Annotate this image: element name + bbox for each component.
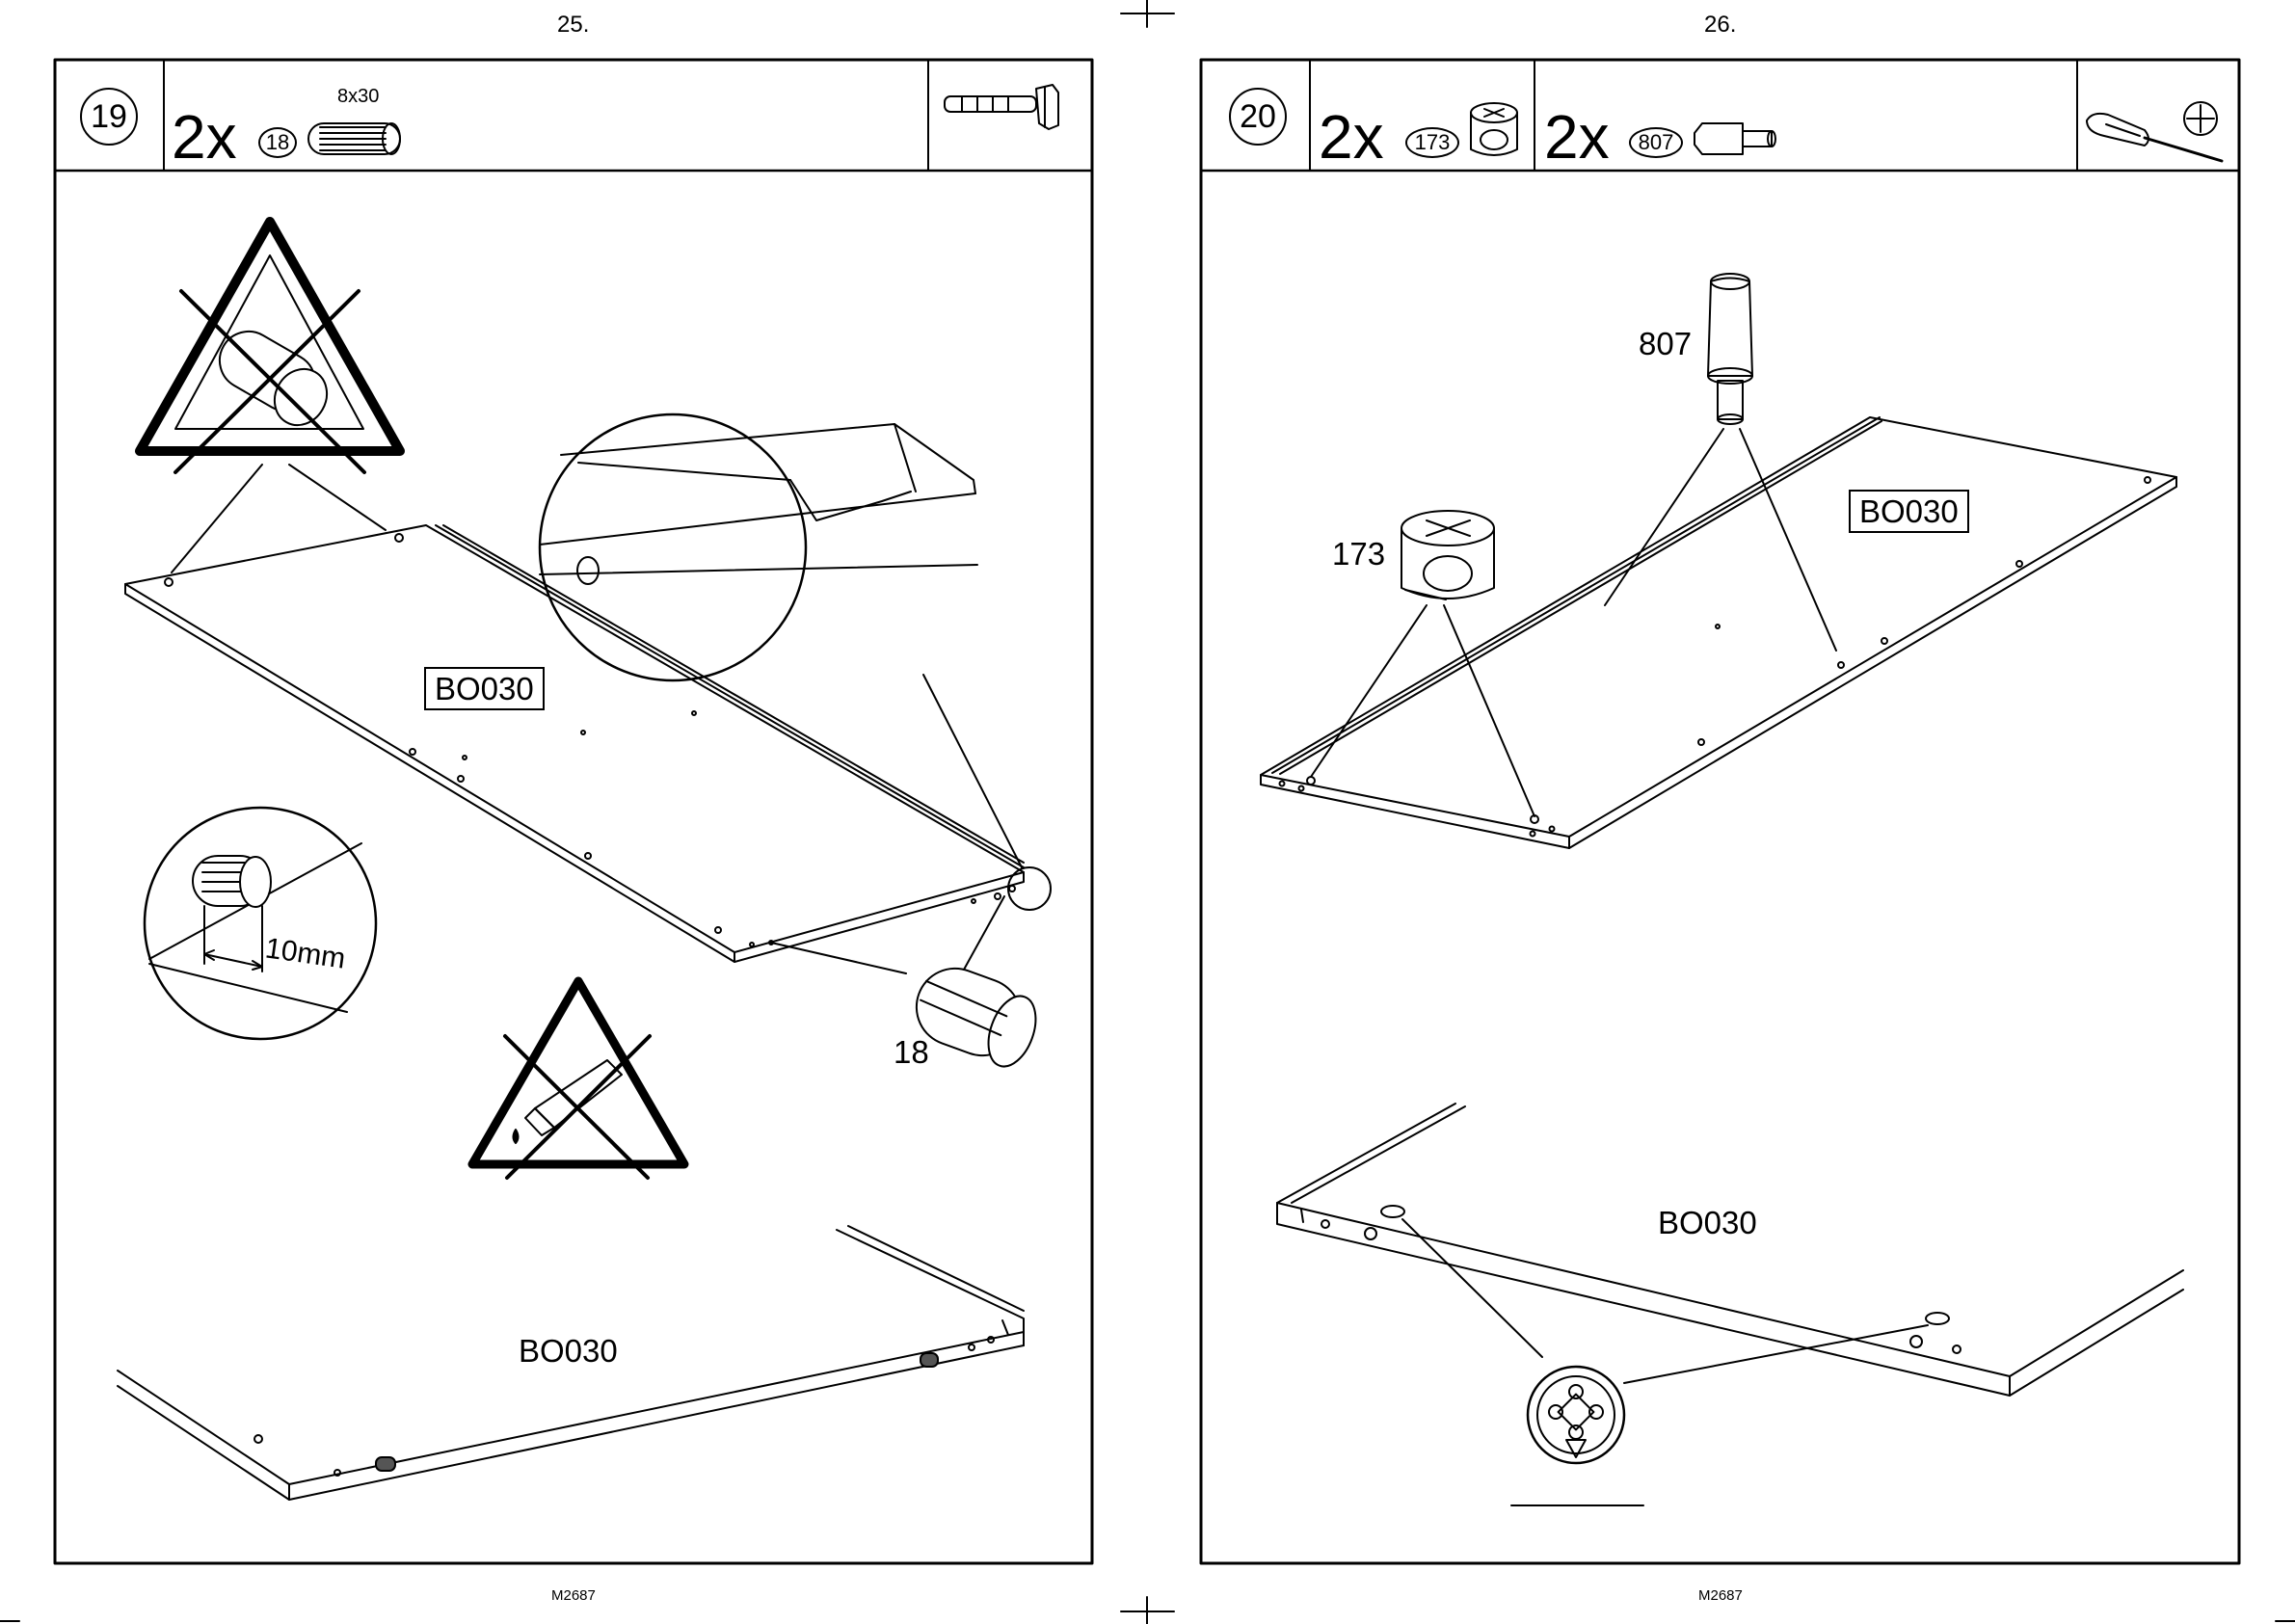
cam-face-detail (1528, 1367, 1624, 1463)
step-number-20: 20 (1240, 98, 1276, 136)
dowel-icon-header (308, 123, 400, 154)
cam-173-drawing (1401, 511, 1494, 599)
part-id: 18 (266, 130, 289, 155)
screwdriver-icon (2087, 102, 2222, 161)
page26-frame (1201, 60, 2239, 1563)
part-size: 8x30 (337, 87, 379, 106)
part-b-id: 807 (1639, 130, 1674, 155)
step-number-badge: 19 (80, 88, 138, 146)
pin-label: 807 (1639, 328, 1692, 359)
part-quantity: 2x (172, 106, 237, 168)
page-number-left: 25. (557, 13, 589, 37)
hammer-icon (945, 85, 1058, 129)
panel-label: BO030 (424, 667, 545, 710)
step-number: 19 (91, 98, 127, 136)
no-glue-warning-icon (472, 981, 684, 1178)
panel-label-bottom: BO030 (519, 1335, 618, 1367)
part-b-quantity: 2x (1544, 106, 1610, 168)
part-a-id: 173 (1415, 130, 1451, 155)
panel-bo030-page26-top (1261, 417, 2176, 848)
part-a-id-badge: 173 (1405, 127, 1459, 158)
no-dowel-warning-icon (140, 222, 400, 472)
cam-label: 173 (1332, 538, 1385, 570)
magnifier-depth-detail (145, 808, 376, 1039)
part-id-badge: 18 (258, 127, 297, 158)
footer-code-right: M2687 (1698, 1588, 1743, 1603)
step-number-badge-20: 20 (1229, 88, 1287, 146)
magnifier-groove-detail (540, 414, 977, 680)
pin-807-drawing (1708, 274, 1752, 424)
dowel-label: 18 (894, 1036, 929, 1068)
panel-label-26-bottom: BO030 (1658, 1207, 1757, 1238)
part-a-quantity: 2x (1319, 106, 1384, 168)
part-b-id-badge: 807 (1629, 127, 1683, 158)
panel-bo030-page26-bottom (1277, 1104, 2183, 1396)
cam-173-icon-header (1471, 103, 1517, 155)
footer-code-left: M2687 (551, 1588, 596, 1603)
panel-label-26: BO030 (1849, 490, 1969, 533)
page-number-right: 26. (1704, 13, 1736, 37)
pin-807-icon-header (1695, 123, 1775, 154)
